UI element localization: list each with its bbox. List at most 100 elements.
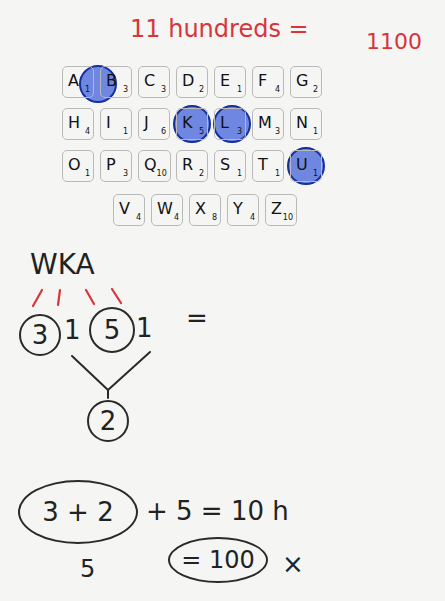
- tick-mark: [58, 290, 60, 305]
- handwritten-number: 3 + 2: [42, 498, 113, 527]
- circled-number: 3 + 2: [18, 480, 138, 544]
- handwritten-note: ×: [282, 550, 304, 579]
- tile-letter: C: [144, 73, 155, 89]
- handwritten-number: 3: [32, 321, 49, 350]
- letter-tile: W4: [151, 194, 183, 226]
- tile-score: 3: [123, 170, 128, 178]
- handwritten-note: + 5 = 10 h: [146, 497, 289, 526]
- letter-tile: O1: [62, 150, 94, 182]
- tile-letter: M: [258, 115, 272, 131]
- tile-score: 1: [237, 86, 242, 94]
- letter-tile: C3: [138, 66, 170, 98]
- merge-line: [72, 356, 108, 390]
- tile-score: 5: [199, 128, 204, 136]
- tile-letter: S: [220, 157, 230, 173]
- handwritten-number: = 100: [181, 547, 255, 573]
- tile-score: 1: [237, 170, 242, 178]
- tile-letter: G: [296, 73, 308, 89]
- tile-score: 4: [85, 128, 90, 136]
- tile-score: 8: [212, 214, 217, 222]
- merge-lines: [72, 352, 150, 398]
- circled-number: 5: [89, 307, 135, 353]
- letter-tile: J6: [138, 108, 170, 140]
- tile-score: 4: [174, 214, 179, 222]
- tile-letter: R: [182, 157, 193, 173]
- tile-score: 2: [199, 170, 204, 178]
- magnet: [214, 106, 250, 142]
- tile-letter: F: [258, 73, 267, 89]
- tile-score: 1: [85, 86, 90, 94]
- tile-score: 4: [136, 214, 141, 222]
- tick-mark: [86, 290, 94, 304]
- tile-letter: O: [68, 157, 81, 173]
- letter-tile: A1: [62, 66, 94, 98]
- tile-score: 2: [199, 86, 204, 94]
- tile-score: 1: [275, 170, 280, 178]
- letter-tile: B3: [100, 66, 132, 98]
- letter-tile: U1: [290, 150, 322, 182]
- letter-tile: G2: [290, 66, 322, 98]
- tile-score: 10: [283, 214, 293, 222]
- tile-letter: Z: [271, 201, 282, 217]
- tile-score: 3: [161, 86, 166, 94]
- red-note: 11 hundreds =: [130, 16, 309, 42]
- handwritten-number: 5: [104, 316, 121, 345]
- letter-tile: N1: [290, 108, 322, 140]
- letter-tile: X8: [189, 194, 221, 226]
- handwritten-note: =: [186, 304, 208, 333]
- tile-score: 3: [275, 128, 280, 136]
- letter-tile: Z10: [265, 194, 297, 226]
- red-note: 1100: [366, 30, 422, 54]
- tile-score: 10: [157, 170, 167, 178]
- tile-score: 4: [275, 86, 280, 94]
- tile-score: 3: [237, 128, 242, 136]
- tile-score: 1: [85, 170, 90, 178]
- letter-tile: T1: [252, 150, 284, 182]
- letter-tile: S1: [214, 150, 246, 182]
- merge-line: [108, 352, 150, 390]
- handwritten-note: WKA: [30, 250, 95, 281]
- tile-letter: P: [106, 157, 116, 173]
- letter-tile: I1: [100, 108, 132, 140]
- tile-letter: H: [68, 115, 80, 131]
- tile-letter: I: [106, 115, 111, 131]
- tile-letter: D: [182, 73, 194, 89]
- circled-number: = 100: [168, 537, 268, 583]
- tile-letter: W: [157, 201, 173, 217]
- merge-line: [107, 390, 109, 398]
- tile-letter: E: [220, 73, 230, 89]
- tick-mark: [33, 290, 42, 306]
- tile-letter: Q: [144, 157, 157, 173]
- letter-tile: V4: [113, 194, 145, 226]
- handwritten-note: 1: [64, 316, 81, 345]
- magnets: [80, 66, 324, 184]
- letter-tile: P3: [100, 150, 132, 182]
- letter-tile: D2: [176, 66, 208, 98]
- magnet: [80, 66, 116, 102]
- letter-tile: H4: [62, 108, 94, 140]
- letter-tile: Q10: [138, 150, 171, 182]
- magnet: [174, 106, 210, 142]
- letter-tile: Y4: [227, 194, 259, 226]
- tile-score: 1: [313, 170, 318, 178]
- tile-score: 4: [250, 214, 255, 222]
- tile-score: 1: [313, 128, 318, 136]
- tile-score: 1: [123, 128, 128, 136]
- tile-letter: K: [182, 115, 193, 131]
- tick-mark: [112, 289, 121, 303]
- letter-tile: L3: [214, 108, 246, 140]
- circled-number: 2: [87, 400, 129, 442]
- tile-letter: Y: [233, 201, 243, 217]
- letter-tile: M3: [252, 108, 284, 140]
- tile-letter: T: [258, 157, 268, 173]
- tile-letter: A: [68, 73, 79, 89]
- letter-tile: R2: [176, 150, 208, 182]
- tile-score: 2: [313, 86, 318, 94]
- letter-tile: E1: [214, 66, 246, 98]
- tile-letter: B: [106, 73, 117, 89]
- tile-letter: V: [119, 201, 130, 217]
- tile-letter: J: [144, 115, 149, 131]
- tile-letter: L: [220, 115, 229, 131]
